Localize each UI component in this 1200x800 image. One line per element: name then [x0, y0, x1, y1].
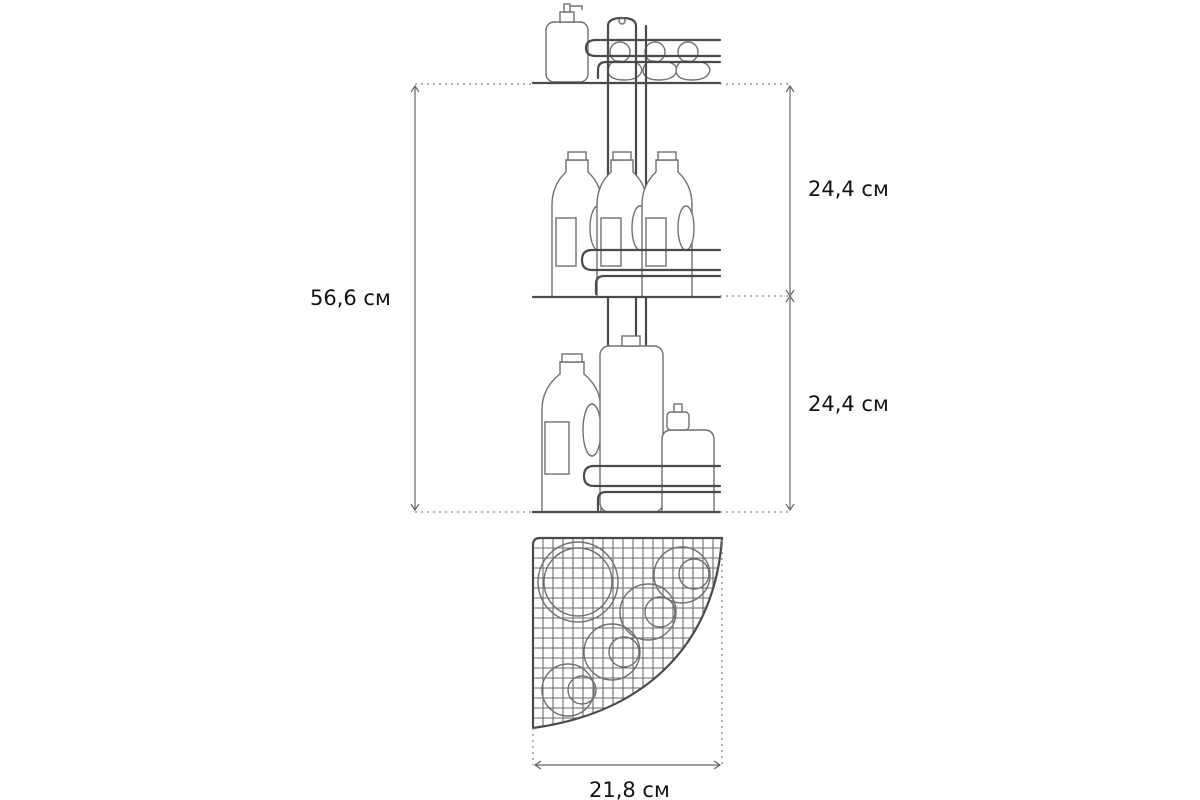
spray-bottle-icon [661, 403, 715, 513]
rubber-duck-icon [642, 41, 678, 81]
bottom-shelf [531, 335, 722, 514]
detergent-bottle-icon [541, 353, 602, 513]
basket-top-view [531, 536, 724, 730]
total-height-label: 56,6 см [310, 286, 391, 310]
lower-spacing-label: 24,4 см [808, 392, 889, 416]
middle-shelf [531, 151, 722, 299]
depth-dimension [532, 540, 723, 770]
height-dimensions [410, 83, 795, 513]
detergent-bottle-icon [596, 151, 649, 298]
top-shelf [531, 3, 722, 85]
upper-spacing-label: 24,4 см [808, 177, 889, 201]
soap-dispenser-icon [545, 3, 589, 83]
detergent-bottle-icon [641, 151, 695, 298]
depth-label: 21,8 см [589, 778, 670, 800]
